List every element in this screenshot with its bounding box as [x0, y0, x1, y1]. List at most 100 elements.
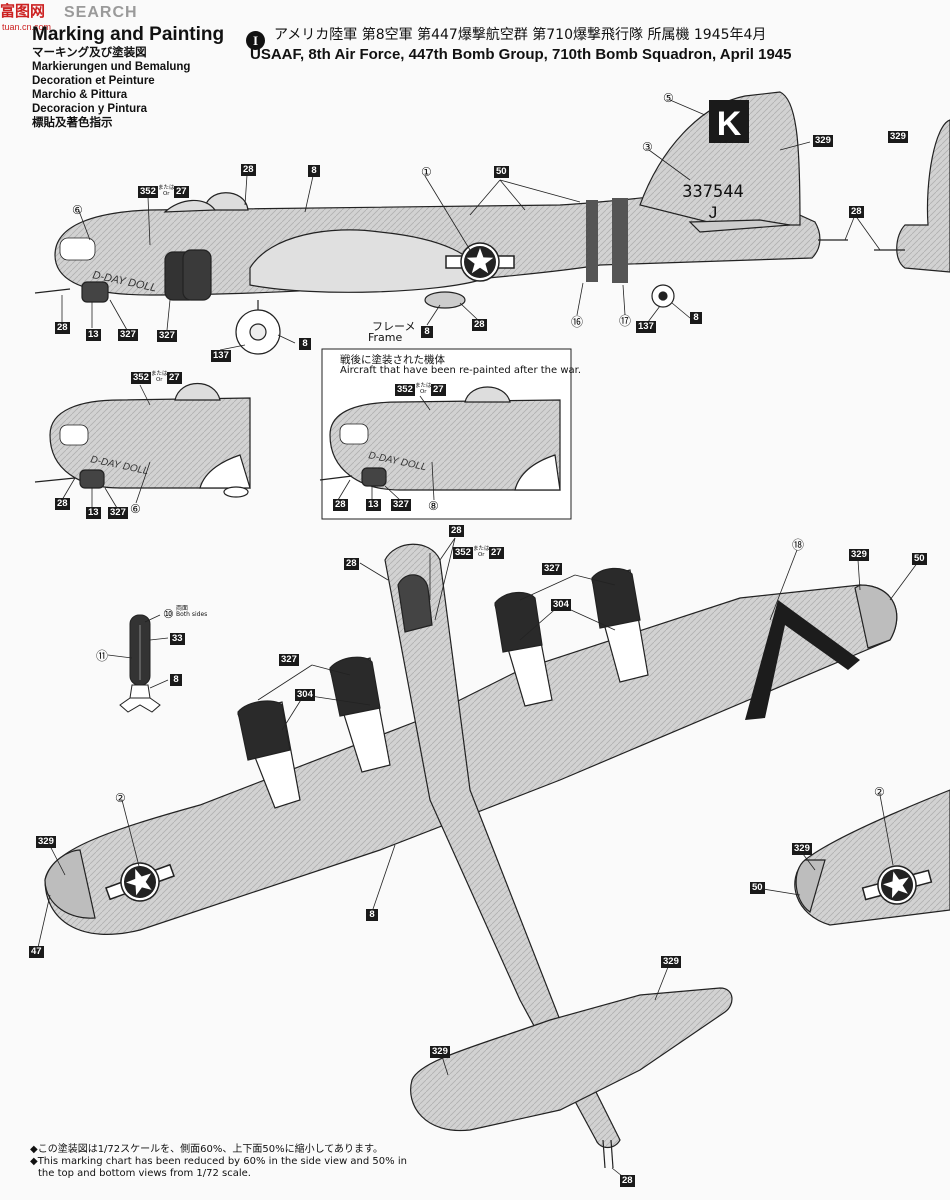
paint-28-repaint: 28: [333, 499, 348, 511]
decal-3: ③: [642, 140, 653, 154]
watermark-url: tuan.cn.com: [2, 22, 52, 32]
tail-letter-box: [709, 100, 749, 143]
title-fr: Decoration et Peinture: [32, 75, 155, 87]
paint-50-side: 50: [494, 166, 509, 178]
nose-detail-2: D-DAY DOLL: [319, 386, 561, 491]
title-cn: 標貼及著色指示: [32, 117, 113, 129]
horizontal-tail-top: [410, 987, 733, 1132]
paint-352-nose1: 352: [131, 372, 151, 384]
paint-28-nose1: 28: [55, 498, 70, 510]
side-view: [34, 91, 848, 355]
paint-8-top: 8: [366, 909, 378, 921]
paint-137-wheel: 137: [211, 350, 231, 362]
paint-329-top-left: 329: [36, 836, 56, 848]
top-view: [44, 543, 898, 1169]
paint-13-side: 13: [86, 329, 101, 341]
paint-8-wheel: 8: [299, 338, 311, 350]
scheme-title-en: USAAF, 8th Air Force, 447th Bomb Group, …: [250, 46, 792, 63]
chin-turret: [81, 281, 109, 303]
title-de: Markierungen und Bemalung: [32, 61, 191, 73]
paint-47-top: 47: [29, 946, 44, 958]
page-title: Marking and Painting: [32, 24, 225, 45]
paint-327-side-b: 327: [157, 330, 177, 342]
paint-8-tailwheel: 8: [690, 312, 702, 324]
title-jp: マーキング及び塗装図: [32, 47, 147, 59]
note-en-1: ◆This marking chart has been reduced by …: [30, 1156, 407, 1167]
decal-1: ①: [421, 165, 432, 179]
frame-label-en: Frame: [368, 331, 403, 344]
paint-28-turret: 28: [472, 319, 487, 331]
repaint-title-en: Aircraft that have been re-painted after…: [340, 365, 582, 376]
wing-chevron: [745, 600, 860, 720]
frame-label-jp: フレーメ: [372, 320, 416, 333]
chin-gun: [34, 288, 71, 294]
fuselage-side: [54, 187, 821, 296]
watermark-logo: 富图网: [0, 2, 46, 20]
paint-304-top-left: 304: [295, 689, 315, 701]
paint-304-top-right: 304: [551, 599, 571, 611]
decal-2-top: ②: [115, 791, 126, 805]
paint-28-chin: 28: [55, 322, 70, 334]
nose-detail-1: D-DAY DOLL: [34, 383, 251, 498]
tail-sub-letter: J: [709, 203, 718, 222]
decal-8-repaint: ⑧: [428, 499, 439, 513]
cockpit-canopy: [163, 199, 217, 213]
decal-16: ⑯: [571, 315, 584, 329]
decal-5: ⑤: [663, 91, 674, 105]
decal-17: ⑰: [619, 314, 632, 328]
decal-2-bottom: ②: [874, 785, 885, 799]
paint-28-top-nose: 28: [449, 525, 464, 537]
paint-28-side: 28: [241, 164, 256, 176]
paint-329-tail-right: 329: [661, 956, 681, 968]
nose-antiglare: [397, 574, 433, 633]
decal-18: ⑱: [792, 538, 805, 552]
tail-serial: 337544: [682, 182, 743, 202]
paint-352-top: 352: [453, 547, 473, 559]
paint-28-tail-gun: 28: [620, 1175, 635, 1187]
paint-352-side: 352: [138, 186, 158, 198]
paint-327-top-left: 327: [279, 654, 299, 666]
vertical-tail: [639, 91, 801, 226]
paint-329-tail-left: 329: [430, 1046, 450, 1058]
paint-27-repaint: 27: [431, 384, 446, 396]
tail-letter: K: [717, 105, 742, 143]
fuselage-stripe-1: [586, 200, 598, 282]
paint-50-top-right: 50: [912, 553, 927, 565]
paint-8-side: 8: [308, 165, 320, 177]
note-jp: ◆この塗装図は1/72スケールを、側面60%、上下面50%に縮小してあります。: [30, 1144, 383, 1155]
fuselage-stripe-2: [612, 198, 628, 283]
title-es: Decoracion y Pintura: [32, 103, 148, 115]
bomb-illustration: [119, 614, 161, 713]
paint-13-repaint: 13: [366, 499, 381, 511]
paint-27-nose1: 27: [167, 372, 182, 384]
watermark-text: SEARCH: [64, 4, 138, 21]
side-view-partial: [874, 119, 950, 273]
tailplane-side: [688, 219, 791, 233]
paint-329-side: 329: [813, 135, 833, 147]
repaint-title-jp: 戦後に塗装された機体: [340, 354, 445, 366]
side-leader-lines: [61, 99, 881, 351]
paint-8-frame: 8: [421, 326, 433, 338]
paint-33-bomb: 33: [170, 633, 185, 645]
paint-327-nose1: 327: [108, 507, 128, 519]
paint-28-tail: 28: [849, 206, 864, 218]
decal-6-nose1: ⑥: [130, 502, 141, 516]
bottom-view-partial: [794, 789, 950, 926]
scale-notes: ◆この塗装図は1/72スケールを、側面60%、上下面50%に縮小してあります。 …: [30, 1144, 407, 1180]
decal-6: ⑥: [72, 203, 83, 217]
engine-cowl-2: [182, 249, 212, 301]
paint-28-top-left: 28: [344, 558, 359, 570]
paint-13-nose1: 13: [86, 507, 101, 519]
paint-327-side-a: 327: [118, 329, 138, 341]
decal-11: ⑪: [96, 649, 109, 663]
paint-8-bomb: 8: [170, 674, 182, 686]
paint-352-repaint: 352: [395, 384, 415, 396]
paint-27-top: 27: [489, 547, 504, 559]
ball-turret: [424, 291, 466, 309]
paint-329-top-right: 329: [849, 549, 869, 561]
paint-327-repaint: 327: [391, 499, 411, 511]
